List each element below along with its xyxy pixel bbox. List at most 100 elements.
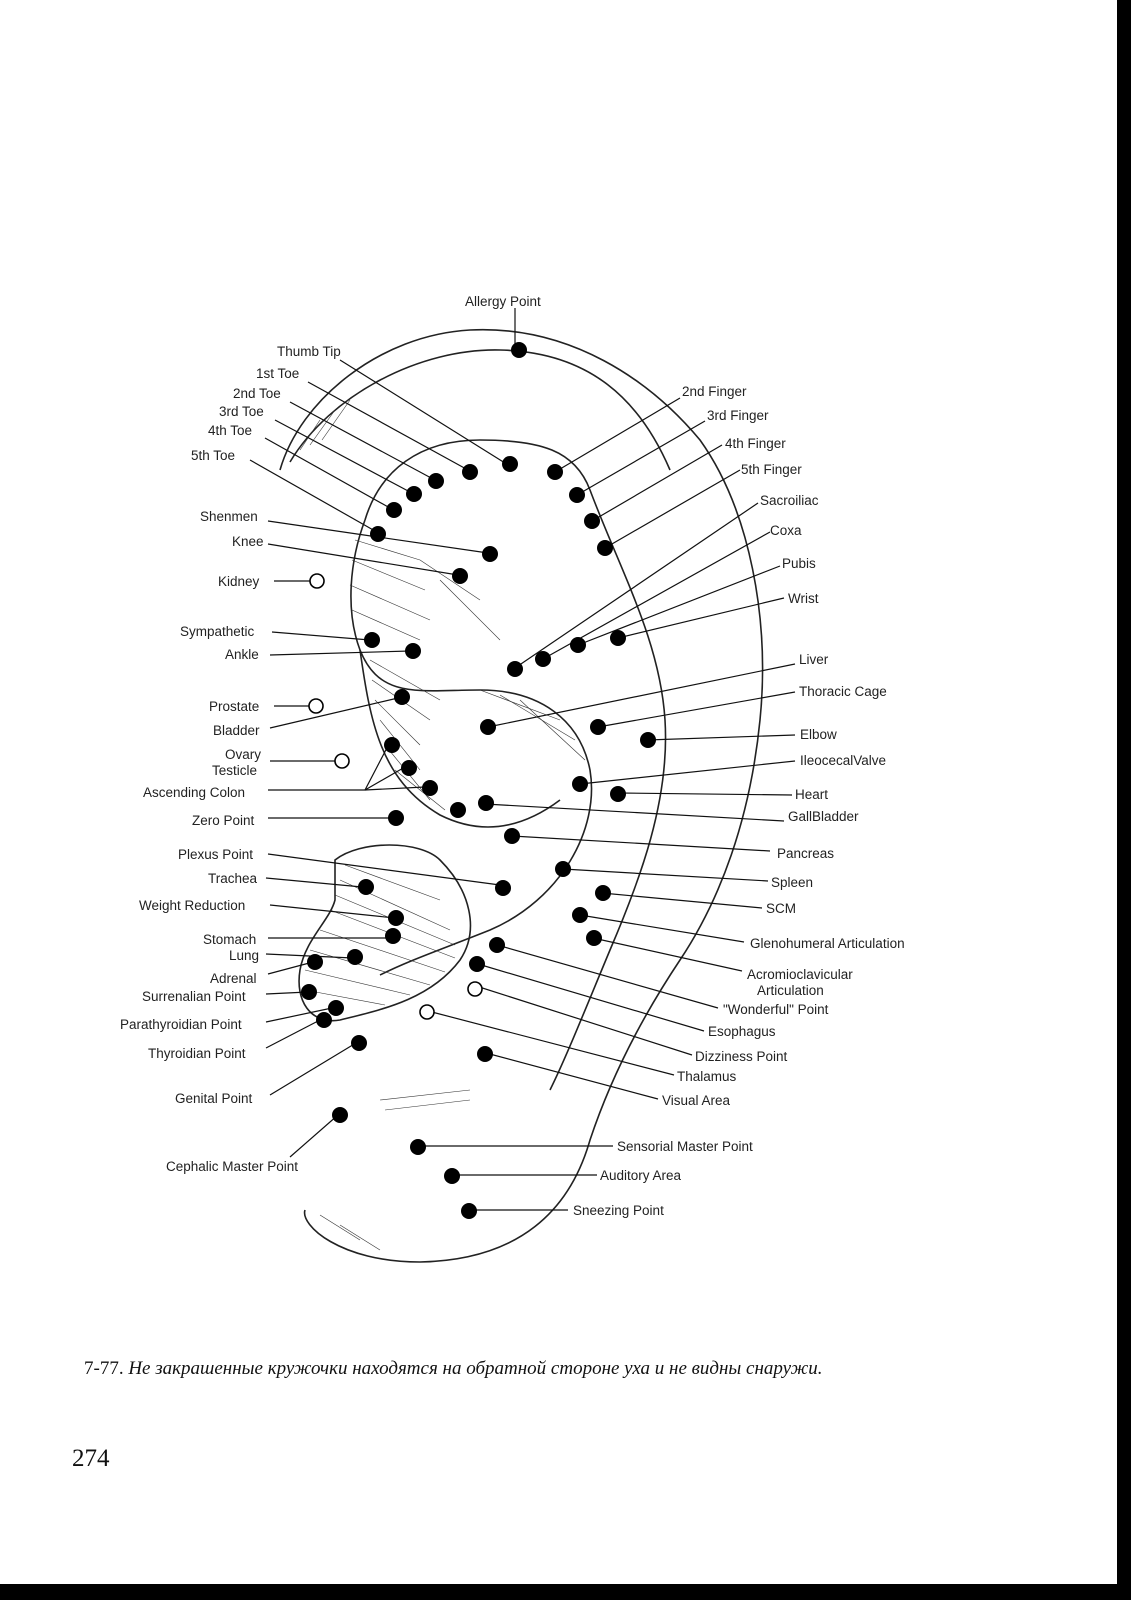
point-thoracic-cage [590,719,606,735]
point-sneezing [461,1203,477,1219]
point-adrenal [307,954,323,970]
label-2nd-finger: 2nd Finger [682,384,747,399]
label-sympathetic: Sympathetic [180,624,255,639]
label-plexus: Plexus Point [178,847,253,862]
point-2nd-finger [547,464,563,480]
label-1st-toe: 1st Toe [256,366,299,381]
label-bladder: Bladder [213,723,260,738]
point-kidney [309,573,325,589]
label-5th-toe: 5th Toe [191,448,235,463]
label-testicle: Testicle [212,763,257,778]
point-knee [452,568,468,584]
point-liver [480,719,496,735]
label-wrist: Wrist [788,591,819,606]
point-visual-area [477,1046,493,1062]
label-scm: SCM [766,901,796,916]
label-liver: Liver [799,652,829,667]
label-elbow: Elbow [800,727,837,742]
point-thalamus [419,1004,435,1020]
point-acromioclavicular [586,930,602,946]
point-scm [595,885,611,901]
label-sneezing: Sneezing Point [573,1203,664,1218]
label-zero-point: Zero Point [192,813,255,828]
point-genital [351,1035,367,1051]
label-thoracic-cage: Thoracic Cage [799,684,887,699]
point-dizziness [467,981,483,997]
label-kidney: Kidney [218,574,260,589]
label-acromio-2: Articulation [757,983,824,998]
point-2nd-toe [428,473,444,489]
point-prostate [308,698,324,714]
ear-shading [299,399,586,1251]
point-zero [388,810,404,826]
label-sacroiliac: Sacroiliac [760,493,819,508]
label-3rd-toe: 3rd Toe [219,404,264,419]
ear-drawing [279,328,764,1263]
point-thumb-tip [502,456,518,472]
point-4th-finger [584,513,600,529]
label-thumb-tip: Thumb Tip [277,344,341,359]
point-glenohumeral [572,907,588,923]
point-ascending-colon-2 [401,760,417,776]
label-4th-toe: 4th Toe [208,423,252,438]
point-sympathetic [364,632,380,648]
label-gallbladder: GallBladder [788,809,859,824]
point-3rd-toe [406,486,422,502]
point-cephalic-master [332,1107,348,1123]
point-plexus [495,880,511,896]
point-thyroidian [316,1012,332,1028]
label-ovary: Ovary [225,747,261,762]
point-bladder [394,689,410,705]
point-spleen [555,861,571,877]
label-ascending-colon: Ascending Colon [143,785,245,800]
point-stomach [385,928,401,944]
point-ileocecal-valve [572,776,588,792]
label-pubis: Pubis [782,556,816,571]
page-edge-right [1117,0,1131,1600]
label-lung: Lung [229,948,259,963]
label-pancreas: Pancreas [777,846,834,861]
label-visual-area: Visual Area [662,1093,731,1108]
label-dizziness: Dizziness Point [695,1049,788,1064]
point-5th-finger [597,540,613,556]
label-glenohumeral: Glenohumeral Articulation [750,936,905,951]
point-wrist [610,630,626,646]
label-esophagus: Esophagus [708,1024,776,1039]
point-shenmen [482,546,498,562]
label-stomach: Stomach [203,932,256,947]
point-allergy [511,342,527,358]
point-4th-toe [386,502,402,518]
point-labels: Allergy Point Thumb Tip 1st Toe 2nd Toe … [120,294,905,1218]
point-ascending-colon-1 [384,737,400,753]
point-ascending-colon-3 [422,780,438,796]
label-auditory: Auditory Area [600,1168,682,1183]
point-1st-toe [462,464,478,480]
label-acromio-1: Acromioclavicular [747,967,853,982]
label-allergy: Allergy Point [465,294,541,309]
point-3rd-finger [569,487,585,503]
point-parathyroidian [328,1000,344,1016]
label-sensorial: Sensorial Master Point [617,1139,753,1154]
label-genital: Genital Point [175,1091,253,1106]
point-ovary-testicle [334,753,350,769]
point-elbow [640,732,656,748]
point-ankle [405,643,421,659]
point-trachea [358,879,374,895]
label-5th-finger: 5th Finger [741,462,802,477]
point-auditory-area [444,1168,460,1184]
label-spleen: Spleen [771,875,813,890]
point-pancreas [504,828,520,844]
page-number: 274 [72,1445,110,1472]
label-4th-finger: 4th Finger [725,436,786,451]
label-heart: Heart [795,787,828,802]
label-thalamus: Thalamus [677,1069,737,1084]
page-edge-bottom [0,1584,1131,1600]
figure-caption: 7-77. Не закрашенные кружочки находятся … [84,1358,1084,1380]
point-coxa [535,651,551,667]
point-5th-toe [370,526,386,542]
acupoints [301,342,656,1219]
label-coxa: Coxa [770,523,802,538]
point-esophagus [469,956,485,972]
label-parathyroidian: Parathyroidian Point [120,1017,242,1032]
